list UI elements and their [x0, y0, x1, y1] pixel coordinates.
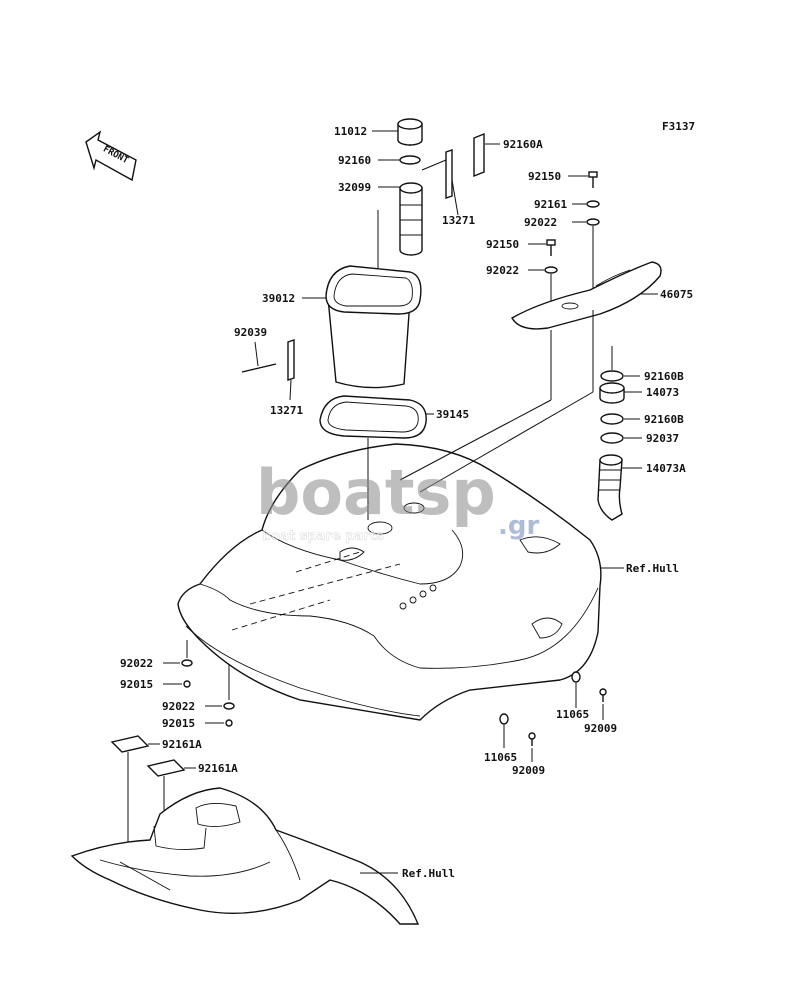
- label-92160B-lower: 92160B: [644, 413, 684, 426]
- label-sticker-92161A-1: [110, 735, 150, 753]
- label-92009-b: 92009: [512, 764, 545, 777]
- bracket-46075: [511, 261, 662, 330]
- front-arrow-icon: FRONT: [85, 130, 137, 182]
- label-46075: 46075: [660, 288, 693, 301]
- label-14073: 14073: [646, 386, 679, 399]
- filler-hose: [399, 182, 423, 256]
- label-11065-a: 11065: [556, 708, 589, 721]
- label-92022-a: 92022: [524, 216, 557, 229]
- label-92160: 92160: [338, 154, 371, 167]
- bolt-92150-lower: [546, 239, 556, 256]
- label-39145: 39145: [436, 408, 469, 421]
- screw-92009-left: [528, 732, 536, 746]
- o-ring-92160B-upper: [600, 370, 624, 382]
- label-92161: 92161: [534, 198, 567, 211]
- label-92039: 92039: [234, 326, 267, 339]
- figure-code: F3137: [662, 120, 695, 133]
- label-sticker-92161A-2: [146, 759, 186, 777]
- label-14073A: 14073A: [646, 462, 686, 475]
- label-92150-upper: 92150: [528, 170, 561, 183]
- watermark-tagline: boat spare parts: [262, 529, 384, 544]
- label-92015-b: 92015: [162, 717, 195, 730]
- hose-14073A: [597, 454, 623, 521]
- label-13271-upper: 13271: [442, 214, 475, 227]
- watermark-tld: .gr: [498, 511, 539, 541]
- storage-bucket: [325, 265, 422, 389]
- ref-hull-upper: Ref.Hull: [626, 562, 679, 575]
- bolt-92150-upper: [588, 171, 598, 188]
- nut-92015-left-2: [225, 719, 233, 727]
- watermark-brand: boatsp: [256, 456, 496, 529]
- clamp-92037: [600, 432, 624, 444]
- cap-11065-left: [499, 713, 509, 725]
- hull-lower: [70, 787, 420, 925]
- label-92022-d: 92022: [162, 700, 195, 713]
- watermark-logo: boatsp .gr boat spare parts: [256, 456, 539, 544]
- label-11012: 11012: [334, 125, 367, 138]
- washer-92022-lower: [544, 266, 558, 274]
- bracket-13271-lower: [287, 339, 295, 381]
- label-92161A-2: 92161A: [198, 762, 238, 775]
- gasket-39145: [319, 395, 427, 439]
- screw-92009-right: [599, 688, 607, 702]
- label-92160A: 92160A: [503, 138, 543, 151]
- ref-hull-lower: Ref.Hull: [402, 867, 455, 880]
- cap-11065-right: [571, 671, 581, 683]
- washer-92022-left-2: [223, 702, 235, 710]
- label-32099: 32099: [338, 181, 371, 194]
- label-92161A-1: 92161A: [162, 738, 202, 751]
- washer-92022-left-1: [181, 659, 193, 667]
- o-ring-92160B-lower: [600, 413, 624, 425]
- bracket-13271-upper: [445, 132, 485, 199]
- label-11065-b: 11065: [484, 751, 517, 764]
- label-92022-c: 92022: [120, 657, 153, 670]
- washer-92022-upper: [586, 218, 600, 226]
- label-92009-a: 92009: [584, 722, 617, 735]
- filler-cap: [397, 118, 423, 146]
- label-39012: 39012: [262, 292, 295, 305]
- nut-92015-left-1: [183, 680, 191, 688]
- hull-upper: [177, 443, 602, 721]
- grommet-14073: [599, 382, 625, 404]
- label-92022-b: 92022: [486, 264, 519, 277]
- label-92150-lower: 92150: [486, 238, 519, 251]
- o-ring-92160: [399, 155, 421, 165]
- label-13271-lower: 13271: [270, 404, 303, 417]
- label-92160B-upper: 92160B: [644, 370, 684, 383]
- label-92015-a: 92015: [120, 678, 153, 691]
- label-92037: 92037: [646, 432, 679, 445]
- pin-92039: [241, 363, 277, 373]
- washer-92161: [586, 200, 600, 208]
